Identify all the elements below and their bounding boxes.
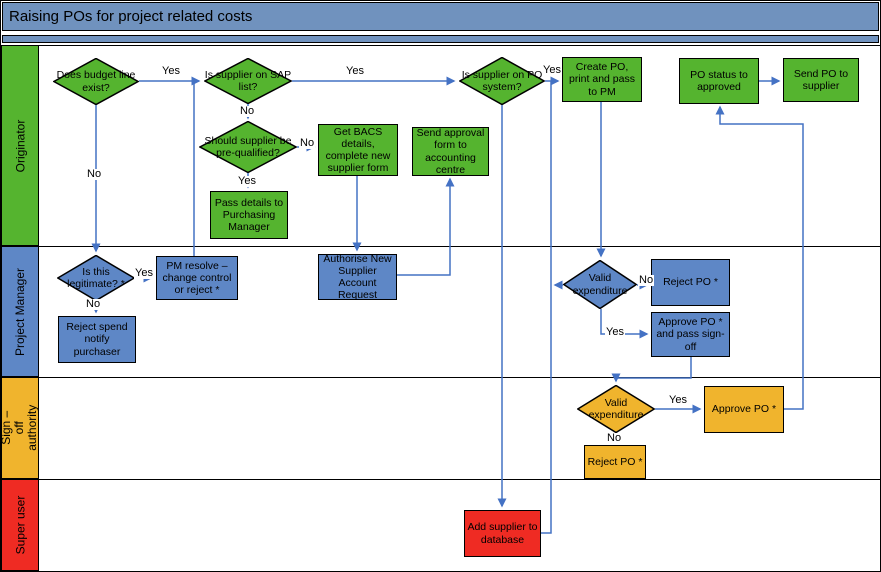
edge-add-supplier-up-join — [541, 81, 552, 534]
diamond-shape — [204, 58, 292, 104]
lane-super-user: Super user — [1, 479, 880, 571]
node-is-supplier-on-sap-list: Is supplier on SAP list? — [204, 58, 292, 104]
lane-label-originator: Originator — [1, 45, 39, 246]
edge-label-yes: Yes — [237, 175, 257, 187]
node-approve-po-pass-sign-off: Approve PO * and pass sign-off — [651, 312, 730, 357]
diagram-title-bar: Raising POs for project related costs — [2, 2, 879, 31]
edge-valid-exp-pm-yes-to-approve — [600, 309, 649, 339]
edge-approve-so-to-po-status — [715, 105, 804, 410]
edge-label-yes: Yes — [605, 326, 625, 338]
diamond-shape — [563, 260, 637, 309]
node-create-po-print-pass-pm: Create PO, print and pass to PM — [562, 57, 642, 102]
diamond-shape — [53, 58, 139, 105]
node-is-this-legitimate: Is this legitimate? * — [57, 255, 135, 301]
node-valid-expenditure-sign-off: Valid expenditure — [577, 385, 655, 433]
node-should-supplier-be-pre-qualified: Should supplier be pre-qualified? — [199, 121, 297, 173]
node-reject-po-pm: Reject PO * — [651, 259, 730, 306]
header-strip — [2, 35, 879, 43]
edge-label-no: No — [606, 432, 623, 444]
edge-label-no: No — [239, 105, 256, 117]
node-add-supplier-to-database: Add supplier to database — [464, 510, 541, 557]
edge-label-yes: Yes — [161, 65, 181, 77]
lane-project-manager: Project Manager — [1, 246, 880, 377]
edge-label-yes: Yes — [134, 267, 154, 279]
lane-label-project-manager: Project Manager — [1, 246, 39, 377]
edge-authorise-to-send-approval — [397, 177, 455, 276]
node-pm-resolve: PM resolve – change control or reject * — [156, 256, 238, 300]
node-authorise-new-supplier-account: Authorise New Supplier Account Request — [318, 253, 397, 301]
lane-label-super-user: Super user — [1, 479, 39, 571]
edge-label-no: No — [638, 274, 655, 286]
node-get-bacs-details: Get BACS details, complete new supplier … — [318, 124, 398, 176]
lane-label-sign-off-authority: Sign – off authority — [1, 377, 39, 479]
node-valid-expenditure-pm: Valid expenditure — [563, 260, 637, 309]
diamond-shape — [459, 57, 545, 105]
node-approve-po-sign-off: Approve PO * — [704, 386, 784, 433]
diamond-shape — [199, 121, 297, 173]
node-pass-details-to-purchasing-manager: Pass details to Purchasing Manager — [210, 191, 288, 239]
edge-label-yes: Yes — [345, 65, 365, 77]
node-reject-spend-notify-purchaser: Reject spend notify purchaser — [58, 316, 136, 363]
node-is-supplier-on-po-system: Is supplier on PO system? — [459, 57, 545, 105]
diagram-title: Raising POs for project related costs — [9, 8, 253, 25]
node-po-status-to-approved: PO status to approved — [679, 58, 759, 104]
edge-label-no: No — [86, 168, 103, 180]
node-send-approval-form: Send approval form to accounting centre — [412, 127, 489, 176]
diamond-shape — [577, 385, 655, 433]
edge-label-no: No — [85, 298, 102, 310]
edge-label-no: No — [299, 137, 316, 149]
node-reject-po-sign-off: Reject PO * — [584, 445, 646, 479]
node-send-po-to-supplier: Send PO to supplier — [783, 58, 859, 102]
edge-label-yes: Yes — [668, 394, 688, 406]
edge-label-yes: Yes — [542, 64, 562, 76]
edge-approve-pm-to-valid-exp-so — [611, 357, 692, 383]
node-does-budget-line-exist: Does budget line exist? — [53, 58, 139, 105]
